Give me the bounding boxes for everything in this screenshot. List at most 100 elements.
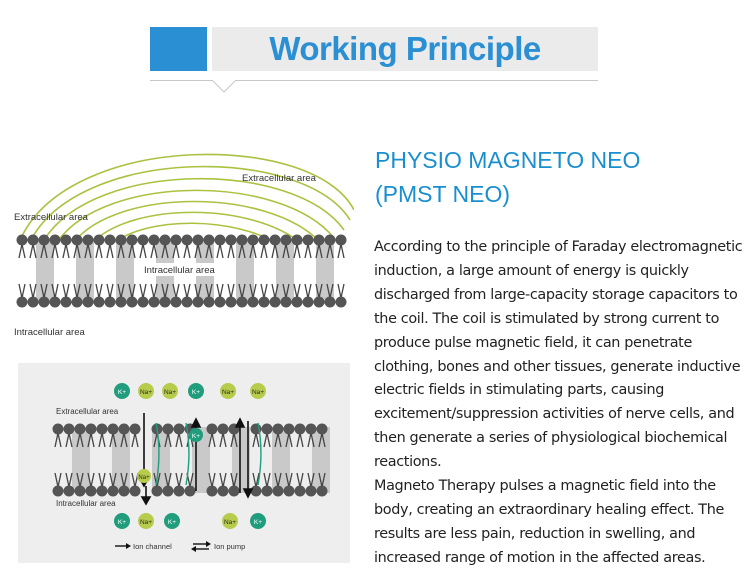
lipid-tail bbox=[131, 432, 136, 448]
potassium-ion: K+ bbox=[114, 383, 130, 399]
lipid-head bbox=[283, 423, 295, 435]
lipid-tail bbox=[29, 243, 34, 259]
lipid-tail bbox=[101, 432, 106, 448]
lipid-tail bbox=[54, 432, 59, 448]
lipid-head bbox=[280, 234, 292, 246]
lipid-tail bbox=[255, 432, 260, 448]
lipid-head bbox=[203, 296, 215, 308]
lipid-tail bbox=[120, 432, 125, 448]
lipid-head bbox=[192, 234, 204, 246]
ion-label: K+ bbox=[168, 519, 176, 526]
lipid-tail bbox=[79, 472, 84, 488]
lipid-tail bbox=[304, 243, 309, 259]
section-banner: Working Principle bbox=[0, 0, 748, 110]
lipid-head bbox=[261, 485, 273, 497]
lipid-tail bbox=[117, 283, 122, 299]
lipid-tail bbox=[183, 283, 188, 299]
lipid-tail bbox=[274, 472, 279, 488]
lipid-tail bbox=[194, 243, 199, 259]
lipid-head bbox=[148, 234, 160, 246]
channel-protein bbox=[36, 238, 54, 304]
lipid-tail bbox=[101, 472, 106, 488]
lipid-tail bbox=[120, 243, 125, 259]
lipid-head bbox=[107, 485, 119, 497]
lipid-tail bbox=[29, 283, 34, 299]
lipid-tail bbox=[340, 243, 345, 259]
lipid-tail bbox=[263, 472, 268, 488]
lipid-tail bbox=[183, 243, 188, 259]
lipid-tail bbox=[315, 243, 320, 259]
lipid-head bbox=[280, 296, 292, 308]
ion-label: Na+ bbox=[140, 389, 152, 396]
description-paragraph-2: Magneto Therapy pulses a magnetic field … bbox=[374, 478, 725, 566]
chevron-down-icon bbox=[212, 80, 236, 93]
intracellular-ions: K+Na+K+Na+K+ bbox=[114, 513, 266, 529]
channel-protein bbox=[316, 238, 334, 304]
intracellular-label-bottom: Intracellular area bbox=[14, 327, 85, 338]
intracellular-label-center: Intracellular area bbox=[144, 265, 215, 276]
lipid-head bbox=[27, 234, 39, 246]
potassium-ion: K+ bbox=[188, 383, 204, 399]
lipid-head bbox=[162, 485, 174, 497]
lipid-tail bbox=[98, 432, 103, 448]
banner-divider bbox=[150, 80, 598, 81]
legend: Ion channel Ion pump bbox=[115, 541, 245, 552]
lipid-tail bbox=[337, 243, 342, 259]
lipid-tail bbox=[54, 472, 59, 488]
lipid-tail bbox=[43, 243, 48, 259]
lipid-head bbox=[170, 296, 182, 308]
lipid-tail bbox=[40, 243, 45, 259]
lipid-head bbox=[203, 234, 215, 246]
lipid-tail bbox=[241, 243, 246, 259]
lipid-tail bbox=[142, 283, 147, 299]
channel-protein bbox=[236, 238, 254, 304]
channel-protein bbox=[76, 238, 94, 304]
lipid-head bbox=[162, 423, 174, 435]
lipid-tail bbox=[216, 243, 221, 259]
lipid-tail bbox=[233, 432, 238, 448]
lipid-head bbox=[313, 234, 325, 246]
lipid-head bbox=[71, 296, 83, 308]
lipid-tail bbox=[321, 472, 326, 488]
lipid-head bbox=[16, 296, 28, 308]
lipid-tail bbox=[178, 472, 183, 488]
lipid-tail bbox=[288, 472, 293, 488]
lipid-head bbox=[316, 423, 328, 435]
lipid-head bbox=[96, 485, 108, 497]
ion-label: Na+ bbox=[140, 519, 152, 526]
lipid-tail bbox=[167, 472, 172, 488]
lipid-tail bbox=[241, 283, 246, 299]
lipid-head bbox=[60, 234, 72, 246]
lipid-tail bbox=[73, 283, 78, 299]
lipid-tail bbox=[230, 432, 235, 448]
lipid-tail bbox=[95, 283, 100, 299]
lipid-tail bbox=[73, 243, 78, 259]
lipid-tail bbox=[318, 472, 323, 488]
lipid-head bbox=[104, 234, 116, 246]
lipid-head bbox=[214, 234, 226, 246]
extracellular-ions: K+Na+Na+K+Na+Na+ bbox=[114, 383, 266, 399]
lipid-head bbox=[258, 234, 270, 246]
lipid-tail bbox=[211, 472, 216, 488]
lipid-tail bbox=[277, 432, 282, 448]
extracellular-label: Extracellular area bbox=[56, 407, 119, 416]
legend-ion-pump: Ion pump bbox=[214, 542, 245, 551]
lipid-head bbox=[217, 485, 229, 497]
description-paragraph-1: According to the principle of Faraday el… bbox=[374, 239, 743, 471]
channel-protein bbox=[72, 427, 90, 493]
lipid-head bbox=[82, 234, 94, 246]
lipid-head bbox=[247, 234, 259, 246]
lipid-head bbox=[247, 296, 259, 308]
lipid-tail bbox=[172, 243, 177, 259]
lipid-tail bbox=[139, 243, 144, 259]
lipid-tail bbox=[263, 283, 268, 299]
lipid-tail bbox=[249, 283, 254, 299]
lipid-tail bbox=[329, 283, 334, 299]
lipid-tail bbox=[230, 283, 235, 299]
ion-label: K+ bbox=[254, 519, 262, 526]
sodium-ion: Na+ bbox=[222, 513, 238, 529]
lipid-tail bbox=[79, 432, 84, 448]
lipid-tail bbox=[76, 283, 81, 299]
ion-label: Na+ bbox=[222, 389, 234, 396]
lipid-tail bbox=[252, 283, 257, 299]
